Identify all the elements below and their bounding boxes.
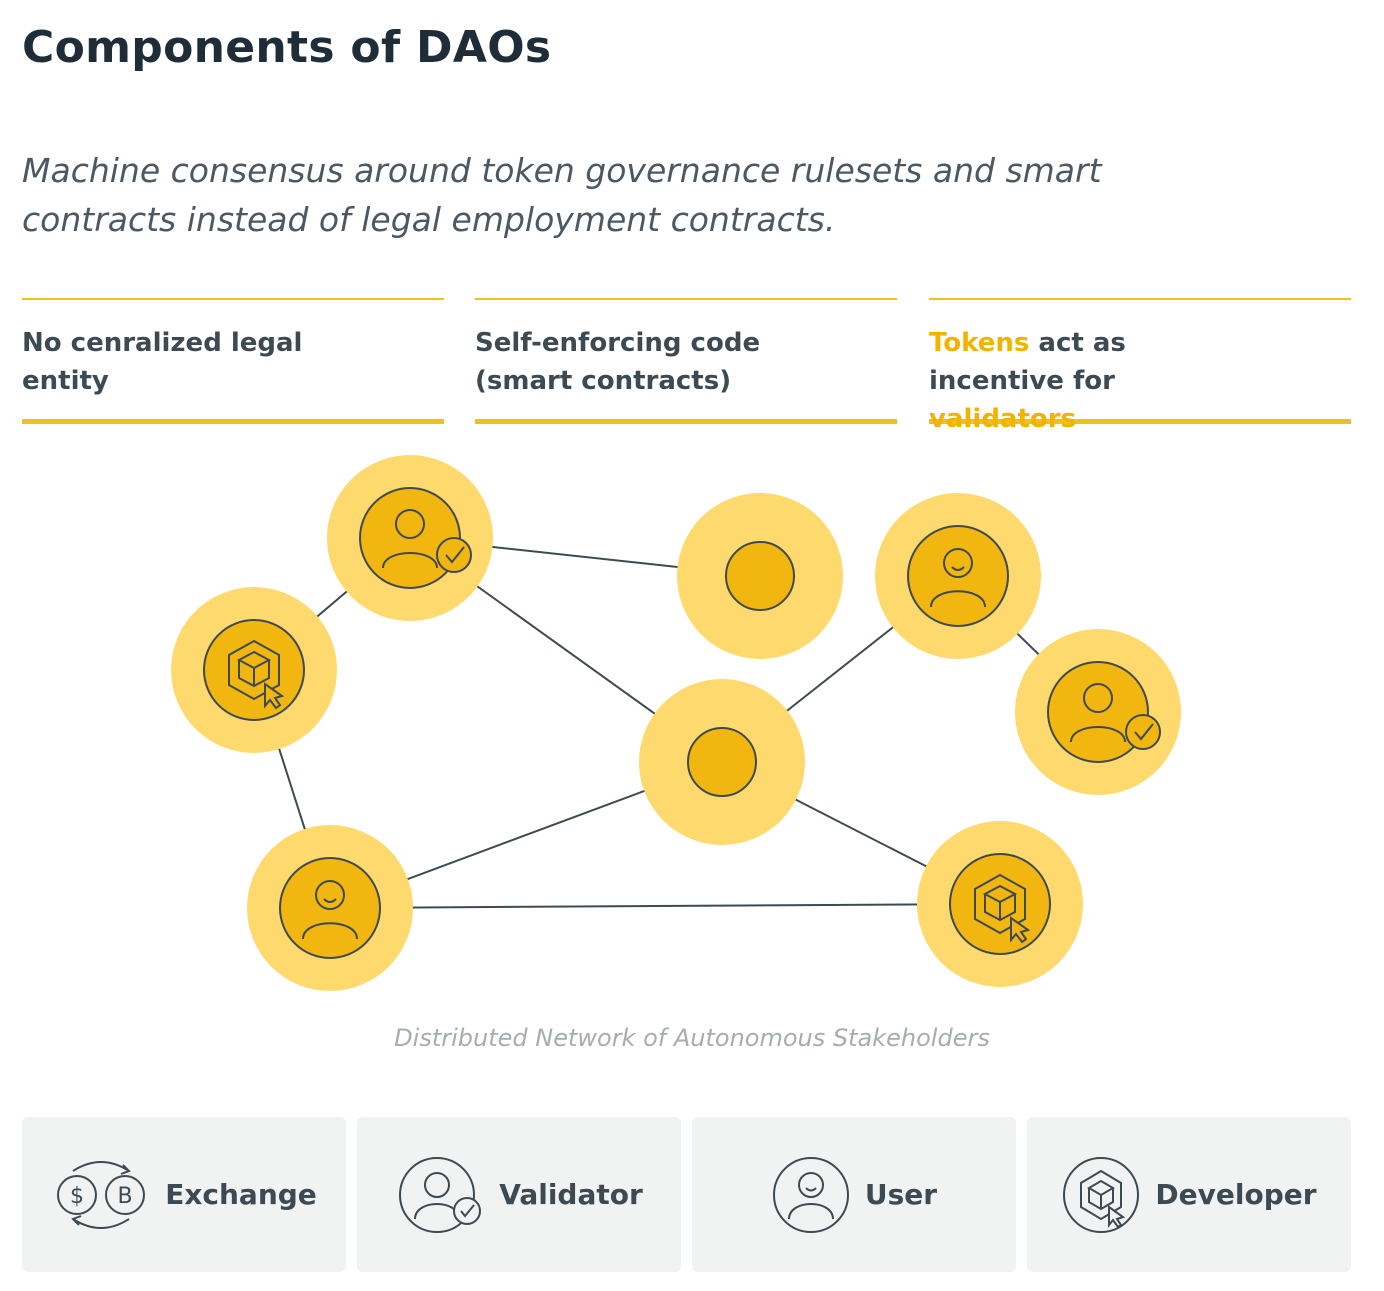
network-node-validator — [1015, 629, 1181, 795]
edge — [329, 903, 1001, 909]
pillar-label: Tokens act as incentive for validators — [929, 324, 1229, 438]
svg-text:$: $ — [70, 1184, 84, 1209]
pillar-label: No cenralized legal entity — [22, 328, 303, 396]
legend-card-validator: Validator — [357, 1117, 681, 1272]
validators-highlight: validators — [929, 404, 1077, 434]
network-node-developer — [171, 587, 337, 753]
page-title: Components of DAOs — [22, 22, 552, 73]
legend-label: Validator — [499, 1178, 643, 1211]
network-node-hub — [639, 679, 805, 845]
exchange-icon: $ B — [57, 1160, 146, 1229]
network-node-blank — [677, 493, 843, 659]
user-icon — [930, 548, 986, 608]
validator-icon — [1070, 683, 1161, 750]
legend-card-user: User — [692, 1117, 1016, 1272]
network-caption: Distributed Network of Autonomous Stakeh… — [394, 1024, 990, 1052]
user-icon — [302, 880, 358, 940]
pillar-label-middle: act as incentive for — [929, 328, 1126, 396]
page-subtitle: Machine consensus around token governanc… — [22, 151, 1102, 239]
network-node-user — [875, 493, 1041, 659]
legend-card-exchange: $ B Exchange — [22, 1117, 346, 1272]
developer-icon — [974, 873, 1031, 944]
tokens-highlight: Tokens — [929, 328, 1030, 358]
validator-icon — [382, 509, 472, 573]
legend-label: User — [864, 1178, 938, 1211]
legend-card-developer: Developer — [1027, 1117, 1351, 1272]
legend-label: Exchange — [165, 1178, 317, 1211]
pillar-smart-contracts: Self-enforcing code (smart contracts) — [475, 298, 897, 424]
pillar-centralized: No cenralized legal entity — [22, 298, 444, 424]
pillar-tokens: Tokens act as incentive for validators — [929, 298, 1351, 434]
user-icon — [772, 1156, 849, 1233]
developer-icon — [228, 639, 285, 710]
network-node-validator — [327, 455, 493, 621]
stakeholder-network — [171, 455, 1181, 991]
developer-icon — [1063, 1156, 1140, 1233]
pillar-label: Self-enforcing code (smart contracts) — [475, 328, 761, 396]
legend-label: Developer — [1155, 1178, 1317, 1211]
svg-text:B: B — [118, 1184, 133, 1209]
network-node-user — [247, 825, 413, 991]
network-node-developer — [917, 821, 1083, 987]
validator-icon — [399, 1156, 482, 1233]
